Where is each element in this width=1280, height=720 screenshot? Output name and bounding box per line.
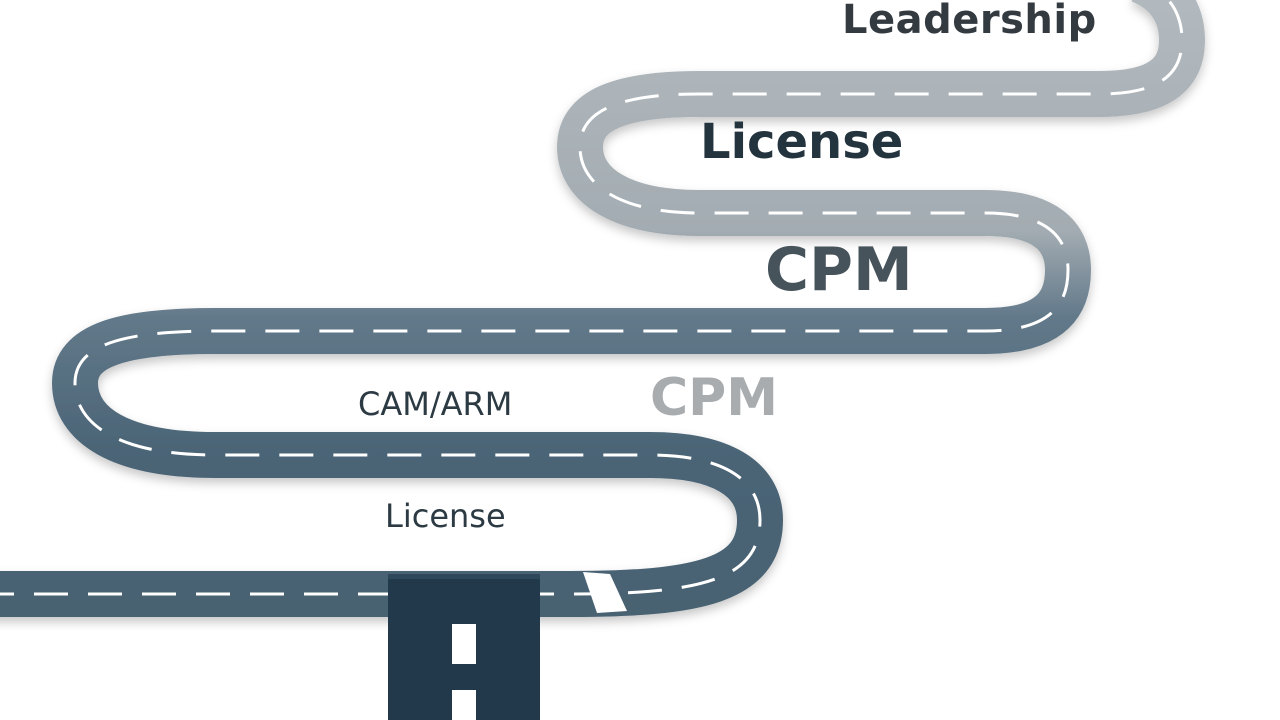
stage-label-leadership: Leadership	[842, 0, 1097, 43]
stage-label-license-top: License	[700, 114, 904, 170]
stage-label-cam-arm: CAM/ARM	[358, 385, 513, 423]
winding-road-surface	[0, 0, 1205, 617]
road-lane-marking	[0, 0, 1182, 594]
straight-road	[388, 574, 540, 720]
road-end-gap	[583, 572, 627, 613]
stage-label-license-bottom: License	[385, 497, 506, 535]
stage-label-cpm-faded: CPM	[650, 368, 779, 428]
straight-road-lane-marking	[452, 624, 476, 664]
stage-label-cpm: CPM	[765, 235, 913, 305]
